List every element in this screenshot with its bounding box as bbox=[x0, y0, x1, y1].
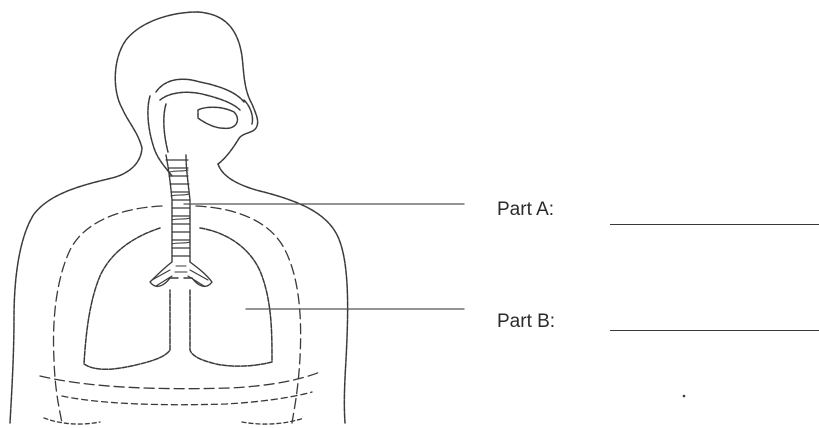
part-a-answer-blank[interactable] bbox=[610, 224, 819, 225]
stray-mark bbox=[683, 395, 686, 398]
nasal-cavity bbox=[148, 79, 244, 176]
pointer-lines bbox=[184, 204, 464, 309]
trachea bbox=[166, 155, 190, 262]
part-a-label: Part A: bbox=[497, 199, 554, 221]
pleura-outline bbox=[40, 206, 320, 424]
bronchi bbox=[150, 262, 212, 286]
part-b-answer-blank[interactable] bbox=[610, 330, 819, 331]
left-lung bbox=[84, 228, 170, 369]
body-outline bbox=[10, 12, 348, 423]
part-b-label: Part B: bbox=[497, 311, 555, 333]
right-lung bbox=[190, 228, 272, 366]
